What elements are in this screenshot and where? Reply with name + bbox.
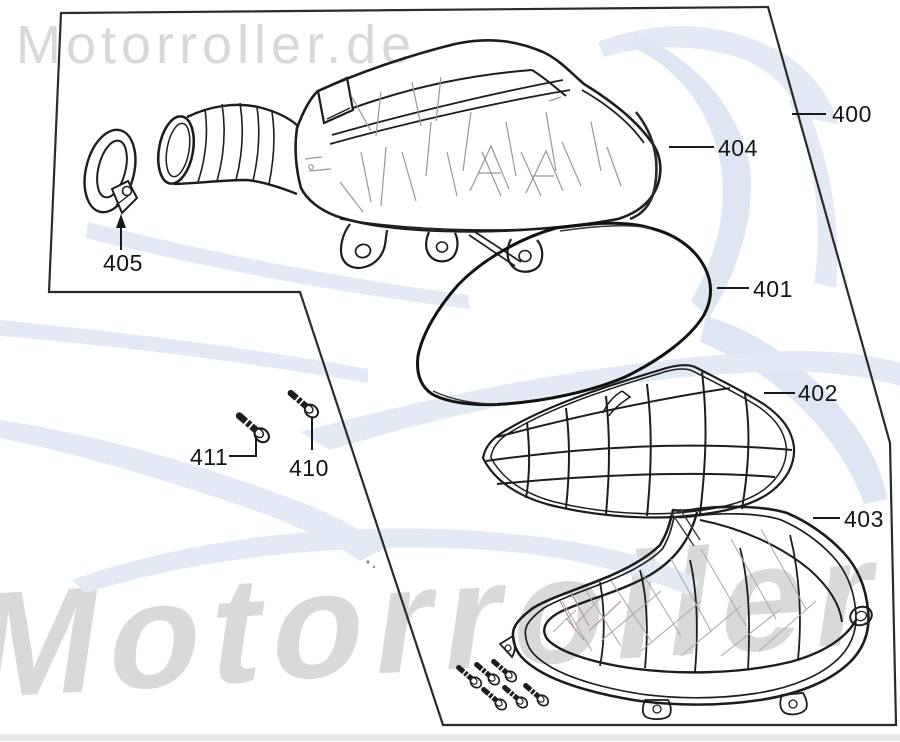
part-air-filter-cover-drawing [498,505,873,721]
watermark-top-text: Motorroller.de [16,15,417,75]
part-hose-clamp-drawing [83,128,139,215]
part-label-400: 400 [832,101,872,127]
part-label-403: 403 [844,506,884,532]
part-screw-410-drawing [291,393,321,420]
part-label-411: 411 [190,444,229,470]
part-filter-grid-drawing [481,364,796,519]
page-bottom-edge [0,734,900,741]
part-label-404: 404 [718,135,758,161]
frame-border [47,5,898,727]
part-label-402: 402 [798,380,838,406]
part-air-filter-housing-drawing [294,39,662,273]
label-leader-lines [116,113,840,519]
watermark-swoosh-graphic [0,26,900,596]
stray-marks [366,560,376,569]
part-label-401: 401 [753,276,793,302]
part-intake-hose-drawing [156,102,299,196]
part-label-410: 410 [289,455,329,481]
part-filter-element-drawing [416,221,712,407]
part-label-405: 405 [103,250,143,276]
